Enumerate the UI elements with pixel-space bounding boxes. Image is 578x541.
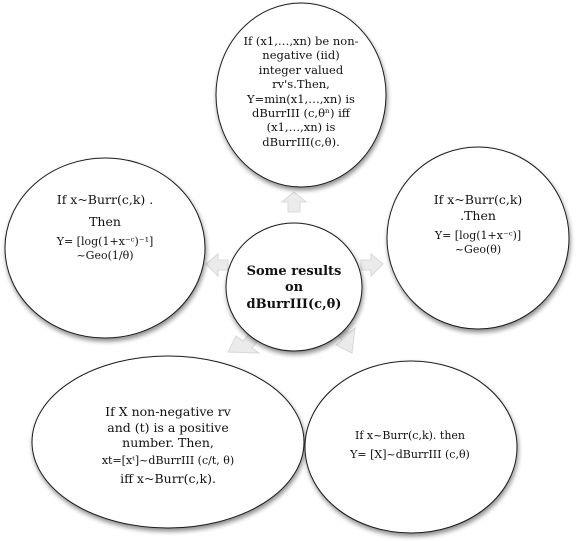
node-right-line: .Then [460, 207, 496, 223]
node-top-line: Y=min(x1,…,xn) is [247, 91, 355, 106]
node-top-line: If (x1,…,xn) be non- [243, 34, 359, 48]
node-bottom-right-line: Y= [X]~dBurrIII (c,θ) [350, 447, 470, 461]
arrow-right [360, 252, 384, 278]
node-top-line: (x1,…,xn) is [266, 120, 336, 135]
node-left-line: Then [89, 213, 121, 229]
node-bottom-right-line: If x~Burr(c,k). then [354, 429, 466, 442]
node-left-text: If x~Burr(c,k) . Then Y= [log(1+x⁻ᶜ)⁻¹] … [20, 192, 190, 263]
center-text: Some results on dBurrIII(c,θ) [230, 264, 358, 313]
node-top-line: negative (iid) [262, 48, 340, 63]
node-right-circle [386, 146, 570, 330]
node-bottom-left-line: and (t) is a positive [107, 419, 229, 435]
node-left-line: Y= [log(1+x⁻ᶜ)⁻¹] [56, 235, 154, 249]
node-right-line: Y= [log(1+x⁻ᶜ)] [434, 229, 522, 243]
center-line: Some results [246, 264, 342, 279]
node-left-line: ~Geo(1/θ) [76, 249, 134, 262]
node-right-line: ~Geo(θ) [454, 243, 502, 256]
node-left-line: If x~Burr(c,k) . [56, 192, 154, 207]
node-top-circle [215, 2, 387, 188]
center-line: on [284, 280, 304, 296]
node-right-line: If x~Burr(c,k) [433, 192, 523, 207]
node-bottom-left-line: If X non-negative rv [105, 404, 231, 419]
node-top-line: integer valued [258, 62, 344, 77]
node-bottom-left-line: number. Then, [122, 435, 214, 451]
node-top-text: If (x1,…,xn) be non- negative (iid) inte… [216, 34, 386, 149]
node-bottom-left-circle [31, 355, 305, 529]
node-top-line: dBurrIII(c,θ). [262, 134, 340, 149]
center-line: dBurrIII(c,θ) [246, 296, 342, 312]
node-top-line: dBurrIII (c,θⁿ) iff [252, 105, 350, 120]
node-bottom-right-circle [304, 360, 518, 534]
center-circle [225, 222, 363, 352]
node-bottom-left-line: xt=[xᵗ]~dBurrIII (c/t, θ) [101, 453, 235, 467]
node-bottom-left-line: iff x~Burr(c,k). [120, 470, 216, 486]
node-bottom-left-text: If X non-negative rv and (t) is a positi… [78, 404, 258, 486]
node-top-line: rv's.Then, [272, 77, 330, 92]
node-bottom-right-text: If x~Burr(c,k). then Y= [X]~dBurrIII (c,… [330, 429, 490, 462]
node-right-text: If x~Burr(c,k) .Then Y= [log(1+x⁻ᶜ)] ~Ge… [393, 192, 563, 257]
arrow-left [205, 252, 229, 278]
arrow-up [280, 191, 308, 213]
node-left-circle [4, 157, 206, 339]
